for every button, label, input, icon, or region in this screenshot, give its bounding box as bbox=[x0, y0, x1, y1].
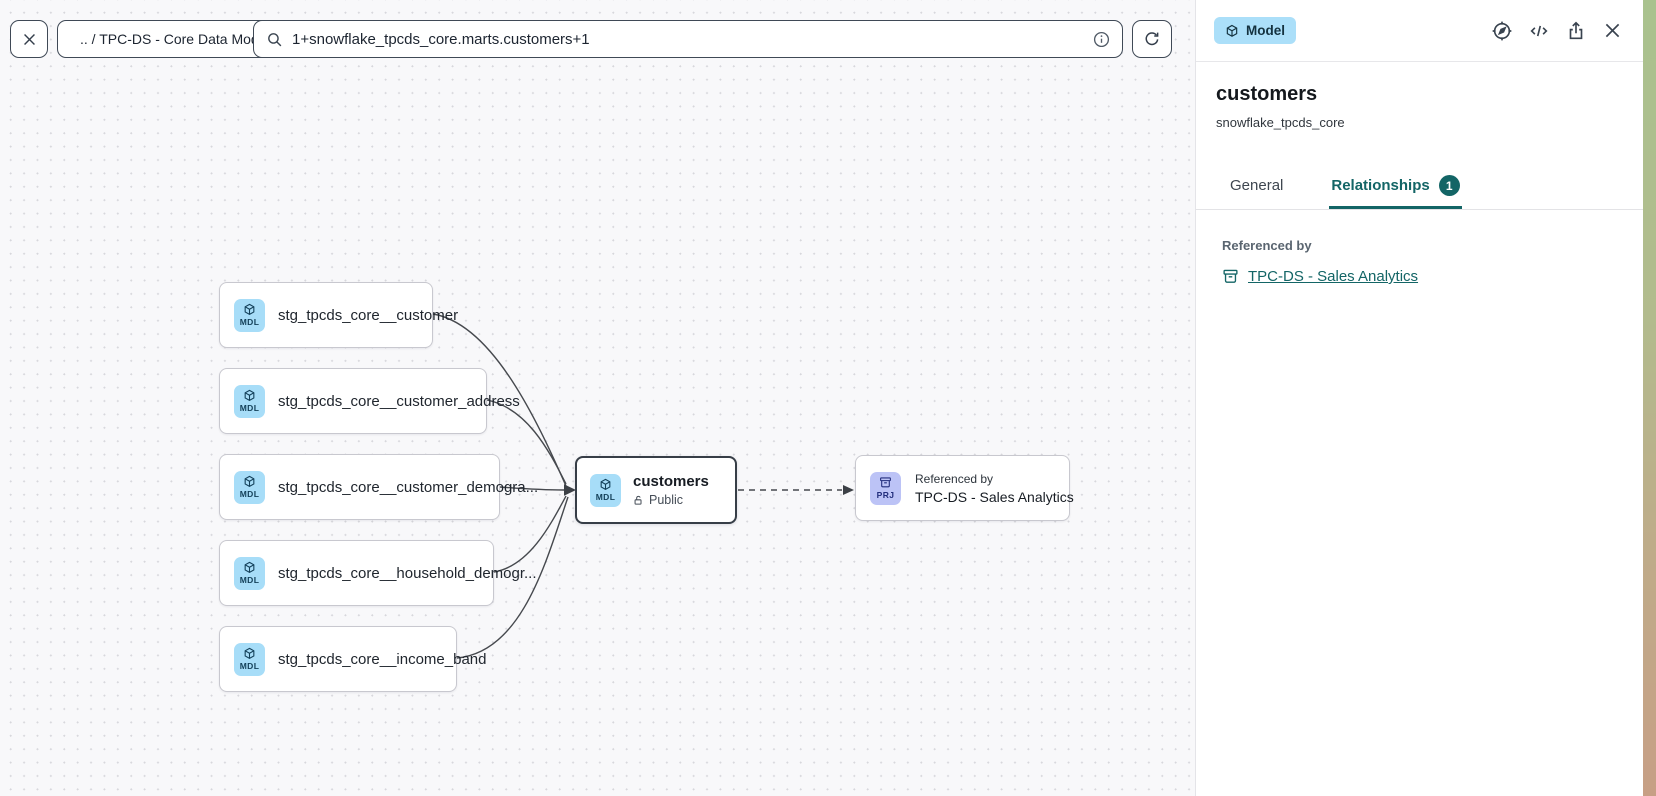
code-icon[interactable] bbox=[1528, 20, 1550, 42]
node-stg-customer-demographics[interactable]: MDL stg_tpcds_core__customer_demogra... bbox=[219, 454, 538, 520]
referenced-by-item[interactable]: TPC-DS - Sales Analytics bbox=[1222, 268, 1617, 285]
lock-open-icon bbox=[633, 495, 644, 506]
model-chip: MDL bbox=[234, 298, 265, 332]
resource-type-label: Model bbox=[1246, 23, 1285, 38]
archive-box-icon bbox=[879, 476, 892, 489]
edge-arrowhead bbox=[564, 484, 576, 496]
edge-household-demographics bbox=[493, 495, 567, 573]
cube-icon bbox=[1225, 24, 1239, 38]
page-title: customers bbox=[1216, 83, 1318, 105]
model-chip: MDL bbox=[234, 556, 265, 590]
cube-icon bbox=[243, 647, 256, 660]
chip-label: MDL bbox=[595, 492, 616, 502]
node-customers-selected[interactable]: MDL customers Public bbox=[575, 456, 737, 524]
cube-icon bbox=[243, 561, 256, 574]
access-label: Public bbox=[649, 493, 684, 507]
chip-label: MDL bbox=[239, 317, 260, 327]
node-label: stg_tpcds_core__customer_demogra... bbox=[278, 478, 539, 496]
lineage-edges bbox=[432, 313, 854, 659]
edge-customer-address bbox=[486, 399, 567, 485]
search-input[interactable] bbox=[292, 30, 1082, 48]
details-panel-header: Model bbox=[1196, 0, 1643, 62]
node-stg-customer-address[interactable]: MDL stg_tpcds_core__customer_address bbox=[219, 368, 520, 434]
chip-label: MDL bbox=[239, 403, 260, 413]
resource-type-badge: Model bbox=[1214, 17, 1296, 44]
chip-label: PRJ bbox=[876, 490, 895, 500]
node-label: stg_tpcds_core__customer_address bbox=[278, 392, 520, 410]
lineage-canvas[interactable]: MDL stg_tpcds_core__customer MDL stg_tpc… bbox=[0, 0, 1195, 796]
node-caption: Referenced by bbox=[915, 471, 994, 486]
close-lineage-button[interactable] bbox=[10, 20, 48, 58]
lineage-search-box[interactable] bbox=[253, 20, 1123, 58]
cube-icon bbox=[243, 389, 256, 402]
node-label: TPC-DS - Sales Analytics bbox=[915, 488, 1074, 505]
node-label: stg_tpcds_core__household_demogr... bbox=[278, 564, 537, 582]
details-panel: Model customers snowflake_tpcds_core Gen… bbox=[1195, 0, 1643, 796]
model-chip: MDL bbox=[234, 384, 265, 418]
cube-icon bbox=[243, 475, 256, 488]
node-referenced-by-project[interactable]: PRJ Referenced by TPC-DS - Sales Analyti… bbox=[855, 455, 1074, 521]
node-label: stg_tpcds_core__income_band bbox=[278, 650, 487, 668]
info-icon[interactable] bbox=[1092, 30, 1111, 49]
edge-customer-demographics bbox=[499, 486, 565, 491]
archive-box-icon bbox=[1222, 268, 1239, 285]
model-chip: MDL bbox=[234, 642, 265, 676]
tab-general[interactable]: General bbox=[1228, 165, 1285, 209]
chip-label: MDL bbox=[239, 489, 260, 499]
node-title: customers bbox=[633, 473, 709, 490]
compass-explore-icon[interactable] bbox=[1491, 20, 1513, 42]
refresh-button[interactable] bbox=[1132, 20, 1172, 58]
edge-customer bbox=[432, 313, 567, 487]
tab-relationships[interactable]: Relationships 1 bbox=[1329, 165, 1461, 209]
close-icon bbox=[21, 31, 38, 48]
cube-icon bbox=[243, 303, 256, 316]
tab-relationships-label: Relationships bbox=[1331, 177, 1430, 194]
node-stg-income-band[interactable]: MDL stg_tpcds_core__income_band bbox=[219, 626, 486, 692]
model-chip: MDL bbox=[234, 470, 265, 504]
relationships-count-badge: 1 bbox=[1438, 175, 1460, 196]
cube-icon bbox=[599, 478, 612, 491]
window-edge-wallpaper bbox=[1643, 0, 1656, 796]
project-chip: PRJ bbox=[870, 471, 901, 505]
project-subtitle: snowflake_tpcds_core bbox=[1216, 115, 1345, 130]
chip-label: MDL bbox=[239, 661, 260, 671]
refresh-icon bbox=[1143, 30, 1161, 48]
search-icon bbox=[266, 31, 283, 48]
details-tabs: General Relationships 1 bbox=[1196, 165, 1643, 210]
referenced-by-link[interactable]: TPC-DS - Sales Analytics bbox=[1248, 268, 1419, 285]
model-chip: MDL bbox=[590, 473, 621, 507]
breadcrumb-label: .. / TPC-DS - Core Data Models bbox=[80, 31, 277, 47]
node-label: stg_tpcds_core__customer bbox=[278, 306, 459, 324]
chip-label: MDL bbox=[239, 575, 260, 585]
edge-income-band bbox=[456, 496, 569, 659]
share-icon[interactable] bbox=[1565, 20, 1587, 42]
referenced-by-heading: Referenced by bbox=[1222, 238, 1312, 253]
node-stg-household-demographics[interactable]: MDL stg_tpcds_core__household_demogr... bbox=[219, 540, 537, 606]
edge-downstream-arrowhead bbox=[843, 485, 854, 495]
tab-general-label: General bbox=[1230, 177, 1284, 194]
node-stg-customer[interactable]: MDL stg_tpcds_core__customer bbox=[219, 282, 458, 348]
close-panel-icon[interactable] bbox=[1602, 20, 1623, 41]
